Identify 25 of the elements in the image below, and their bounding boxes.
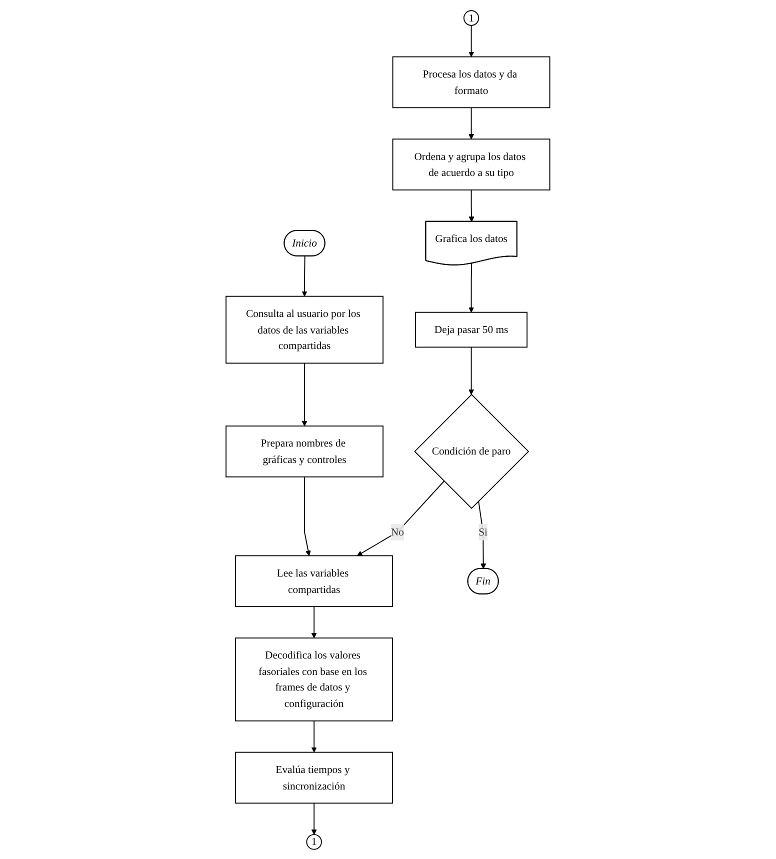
edge-label: No — [391, 525, 404, 538]
node-box: Decodifica los valores fasoriales con base en los frames de datos y configuración — [235, 637, 394, 721]
node-circle: 1 — [464, 10, 480, 26]
arrow — [468, 262, 474, 312]
edge-label: Si — [478, 525, 488, 538]
node-box: Ordena y agrupa los datos de acuerdo a su tipo — [392, 138, 550, 190]
arrow — [302, 362, 308, 426]
arrow — [302, 255, 308, 296]
node-box: Prepara nombres de gráficas y controles — [226, 425, 384, 477]
node-diamond: Condición de paro — [414, 393, 530, 508]
arrow — [468, 24, 474, 57]
arrow — [468, 106, 474, 139]
node-circle: 1 — [306, 834, 322, 850]
arrow — [304, 476, 311, 556]
node-box: Consulta al usuario por los datos de las variables compartidas — [226, 295, 384, 364]
arrow — [311, 720, 317, 752]
node-box: Procesa los datos y da formato — [392, 56, 550, 108]
arrow — [357, 480, 445, 556]
arrow — [311, 606, 317, 638]
arrow — [468, 189, 474, 222]
node-box: Evalúa tiempos y sincronización — [235, 751, 394, 804]
node-box: Lee las variables compartidas — [235, 554, 394, 607]
arrow — [311, 802, 317, 834]
arrow — [468, 346, 474, 394]
node-box: Deja pasar 50 ms — [415, 311, 528, 348]
